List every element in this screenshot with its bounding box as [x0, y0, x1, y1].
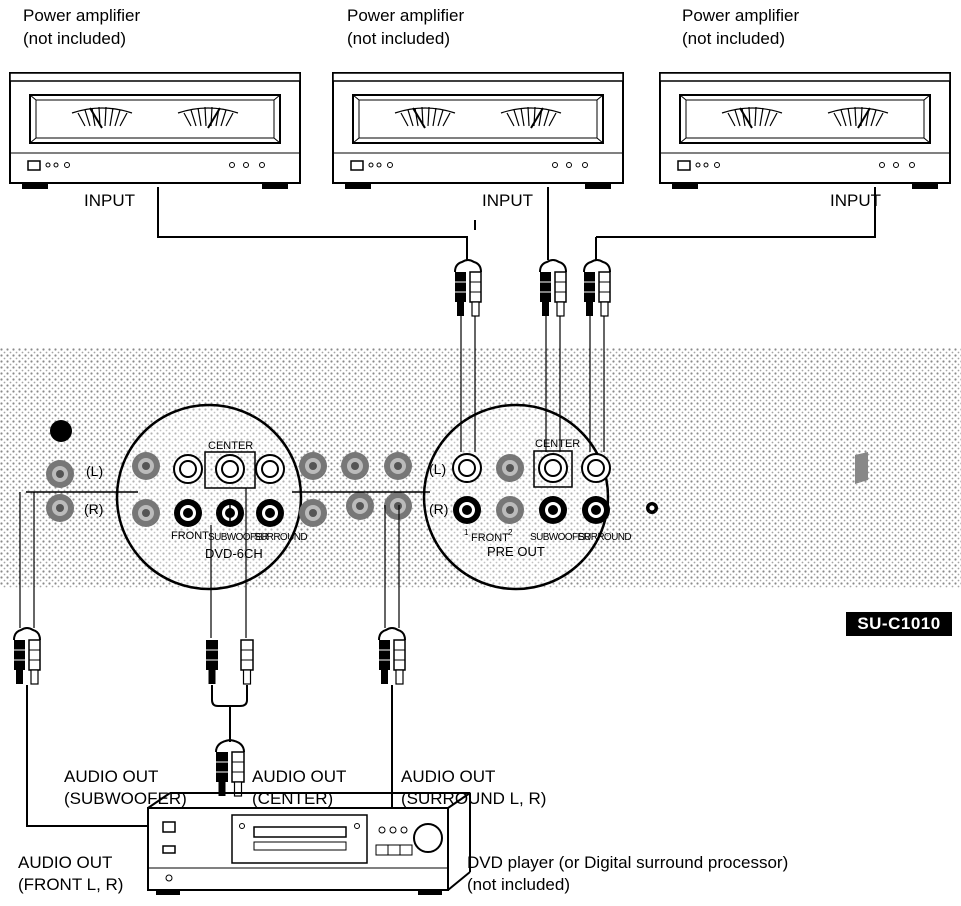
power-amplifier-1 [9, 72, 301, 190]
amplifier-1-caption: Power amplifier (not included) [23, 4, 140, 50]
amplifier-1-caption-line1: Power amplifier [23, 6, 141, 25]
pre-out-front-number-2: 2 [508, 528, 513, 537]
front-out-line2: (FRONT L, R) [18, 875, 124, 894]
dvd-6ch-subwoofer-label: SUBWOOFER [208, 532, 269, 543]
amplifier-2-caption-line2: (not included) [347, 29, 451, 48]
amplifier-3-caption-line1: Power amplifier [682, 6, 800, 25]
amplifier-2-caption: Power amplifier (not included) [347, 4, 464, 50]
pre-out-channel-l-label: (L) [429, 461, 447, 477]
amplifier-3-caption-line2: (not included) [682, 29, 786, 48]
pre-out-subwoofer-label: SUBWOOFER [530, 532, 591, 543]
center-out-label: AUDIO OUT (CENTER) [252, 766, 346, 810]
pre-out-front-number-1: 1 [464, 528, 469, 537]
model-badge: SU-C1010 [846, 612, 952, 636]
left-channel-r-label: (R) [84, 501, 104, 517]
amplifier-2-caption-line1: Power amplifier [347, 6, 465, 25]
center-out-line1: AUDIO OUT [252, 767, 347, 786]
dvd-player-caption-line2: (not included) [467, 875, 571, 894]
dvd-player-caption: DVD player (or Digital surround processo… [467, 852, 788, 896]
amplifier-2-input-label: INPUT [482, 191, 533, 210]
amplifier-3-input-label: INPUT [830, 191, 881, 210]
pre-out-surround-label: SURROUND [578, 532, 632, 543]
surround-out-line1: AUDIO OUT [401, 767, 496, 786]
center-out-line2: (CENTER) [252, 789, 334, 808]
pre-out-channel-r-label: (R) [429, 501, 449, 517]
subwoofer-out-line2: (SUBWOOFER) [64, 789, 187, 808]
pre-out-center-label: CENTER [535, 438, 581, 450]
pre-out-front-label: FRONT [471, 532, 509, 544]
pre-out-magnifier [422, 403, 610, 591]
dvd-6ch-surround-label: SURROUND [254, 532, 308, 543]
dvd-6ch-label: DVD-6CH [205, 546, 263, 561]
surround-out-label: AUDIO OUT (SURROUND L, R) [401, 766, 546, 810]
power-amplifier-3 [659, 72, 951, 190]
dvd-player-caption-line1: DVD player (or Digital surround processo… [467, 853, 789, 872]
subwoofer-out-line1: AUDIO OUT [64, 767, 159, 786]
amplifier-1-caption-line2: (not included) [23, 29, 127, 48]
amplifier-3-caption: Power amplifier (not included) [682, 4, 799, 50]
pre-out-label: PRE OUT [487, 544, 545, 559]
surround-out-line2: (SURROUND L, R) [401, 789, 547, 808]
front-out-line1: AUDIO OUT [18, 853, 113, 872]
dvd-6ch-front-label: FRONT [171, 530, 209, 542]
subwoofer-out-label: AUDIO OUT (SUBWOOFER) [64, 766, 187, 810]
power-amplifier-2 [332, 72, 624, 190]
amplifier-1-input-label: INPUT [84, 191, 135, 210]
dvd-6ch-magnifier [115, 403, 303, 591]
front-out-label: AUDIO OUT (FRONT L, R) [18, 852, 123, 896]
left-channel-l-label: (L) [86, 463, 104, 479]
dvd-player [147, 792, 471, 895]
dvd-6ch-center-label: CENTER [208, 440, 254, 452]
